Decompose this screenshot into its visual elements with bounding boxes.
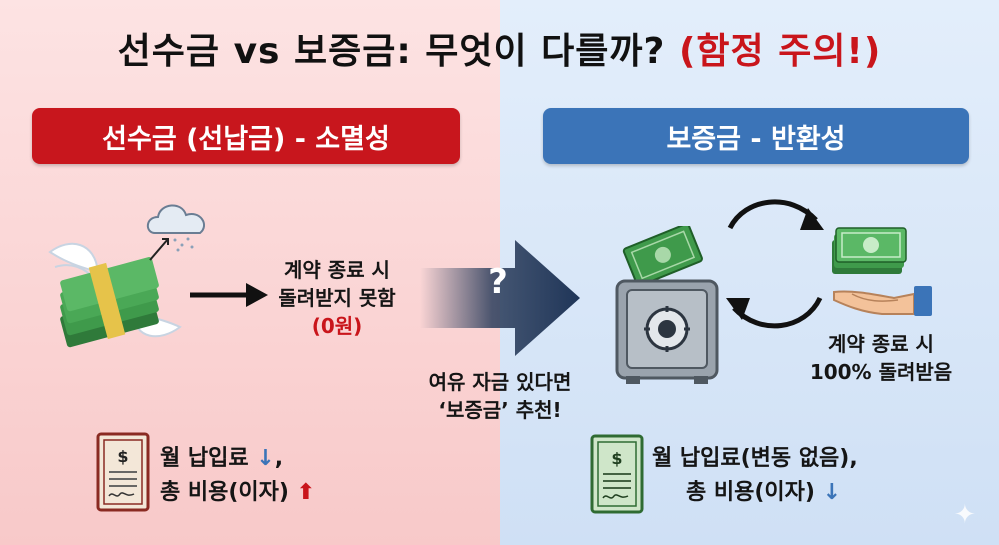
down-arrow-icon: ↓ [822,480,842,505]
deposit-note-line2: 100% 돌려받음 [809,360,953,384]
up-arrow-icon: ⬆ [296,480,316,505]
deposit-note-line1: 계약 종료 시 [828,332,934,356]
sparkle-icon: ✦ [954,500,976,530]
document-icon: $ [590,434,644,514]
prepayment-header-label: 선수금 (선납금) - 소멸성 [102,123,390,155]
right-panel-background [500,0,999,545]
prepayment-summary-comma: , [274,446,284,471]
left-panel-background [0,0,500,545]
svg-text:$: $ [611,449,622,468]
document-icon: $ [96,432,150,512]
page-title: 선수금 vs 보증금: 무엇이 다를까? (함정 주의!) [0,22,999,74]
deposit-summary-line1: 월 납입료(변동 없음), [652,446,858,471]
prepayment-note-amount: (0원) [311,314,363,338]
prepayment-note-line1: 계약 종료 시 [284,258,390,282]
prepayment-summary-line2: 총 비용(이자) [160,480,289,505]
recommendation-line1: 여유 자금 있다면 [428,370,572,394]
prepayment-header: 선수금 (선납금) - 소멸성 [32,108,460,164]
recommendation-note: 여유 자금 있다면 ‘보증금’ 추천! [395,368,605,424]
deposit-summary-line2: 총 비용(이자) [686,480,815,505]
safe-icon [615,226,719,384]
recommendation-line2: ‘보증금’ 추천! [438,398,562,422]
deposit-header: 보증금 - 반환성 [543,108,969,164]
deposit-note: 계약 종료 시 100% 돌려받음 [786,330,976,386]
svg-text:$: $ [117,447,128,466]
down-arrow-icon: ↓ [256,446,275,471]
arrow-right-icon [190,283,268,307]
prepayment-summary-line1: 월 납입료 [160,446,249,471]
winged-money-icon [48,242,182,348]
hand-icon [833,286,932,316]
deposit-summary: 월 납입료(변동 없음), 총 비용(이자) ↓ [652,442,932,510]
cycle-arrows-icon [726,199,824,329]
question-arrow-icon [420,240,580,356]
deposit-header-label: 보증금 - 반환성 [666,123,846,155]
title-main: 선수금 vs 보증금: 무엇이 다를까? [117,31,666,72]
prepayment-summary: 월 납입료 ↓, 총 비용(이자) ⬆ [160,442,360,510]
money-icon [832,227,907,274]
question-mark: ? [488,262,508,302]
prepayment-note-line2: 돌려받지 못함 [278,286,396,310]
prepayment-note: 계약 종료 시 돌려받지 못함 (0원) [262,256,412,340]
cloud-icon [146,204,205,261]
title-warning: (함정 주의!) [678,31,882,72]
